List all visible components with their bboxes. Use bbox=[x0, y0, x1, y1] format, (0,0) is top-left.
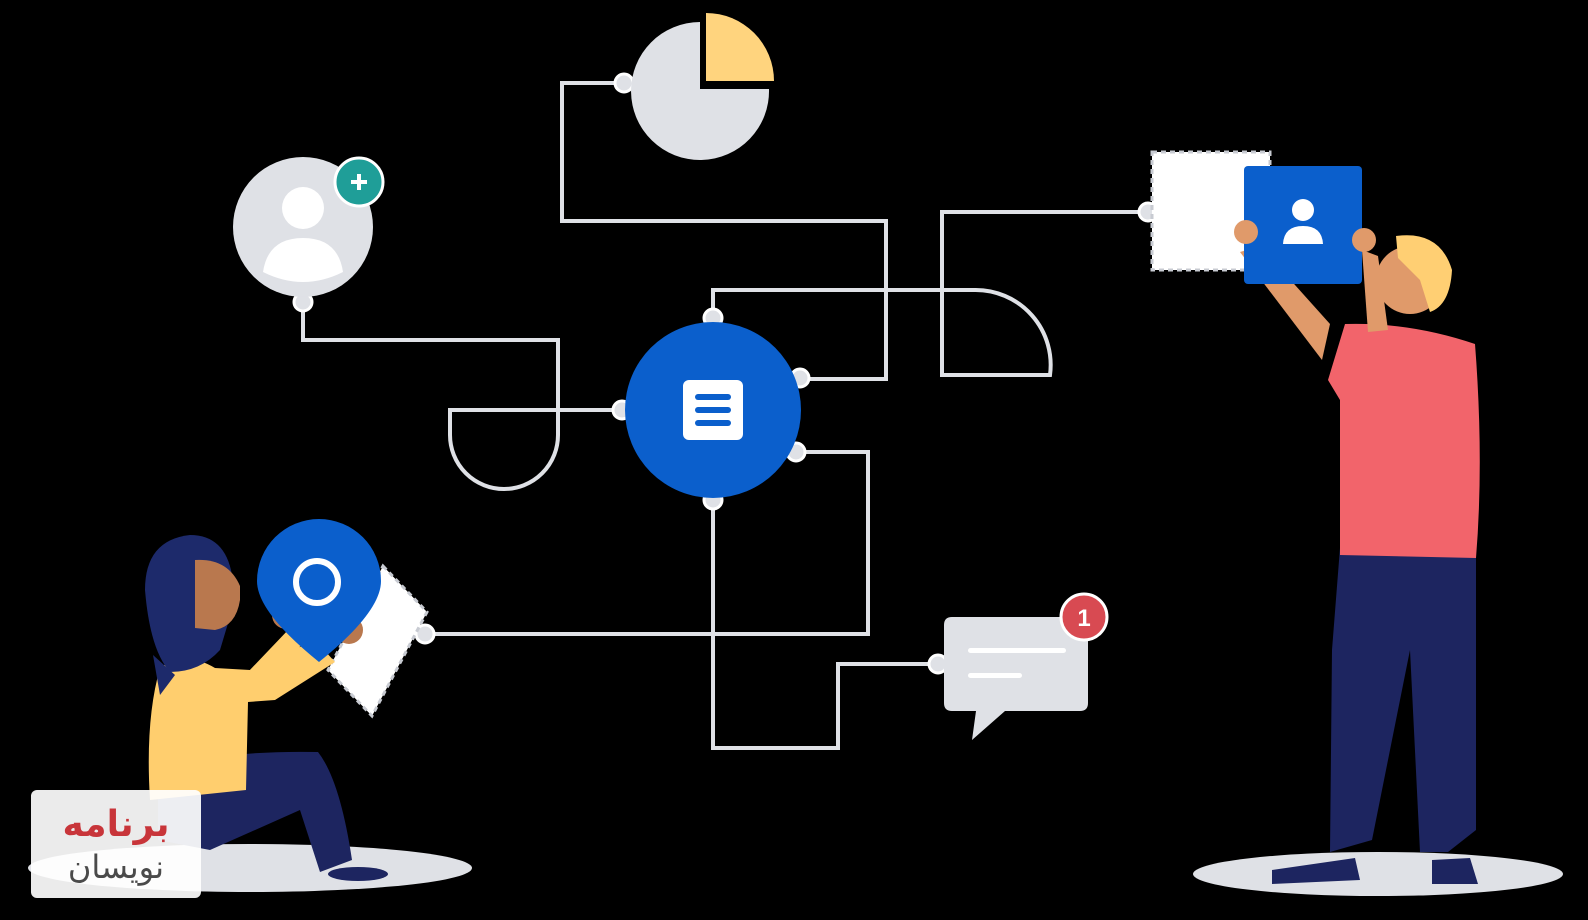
placeholder-card-left bbox=[326, 563, 429, 719]
man-hand-right bbox=[1352, 228, 1376, 252]
man-hand-left bbox=[1234, 220, 1258, 244]
connector-lines bbox=[301, 81, 1150, 750]
watermark-line2: نویسان bbox=[68, 848, 164, 886]
location-pin-icon bbox=[257, 519, 381, 662]
document-icon bbox=[683, 380, 743, 440]
chat-bubble-icon bbox=[944, 617, 1088, 740]
pie-chart-icon bbox=[631, 13, 774, 160]
ground-shadow-right bbox=[1193, 852, 1563, 896]
man-figure bbox=[1240, 235, 1480, 884]
person-card-icon bbox=[1244, 166, 1362, 284]
notification-badge: 1 bbox=[1059, 592, 1109, 642]
central-hub bbox=[625, 322, 801, 498]
watermark-line1: برنامه bbox=[62, 804, 169, 845]
plus-icon bbox=[333, 156, 385, 208]
woman-figure bbox=[145, 535, 429, 881]
notification-count: 1 bbox=[1077, 605, 1090, 632]
watermark-logo: برنامه نویسان bbox=[31, 790, 201, 898]
